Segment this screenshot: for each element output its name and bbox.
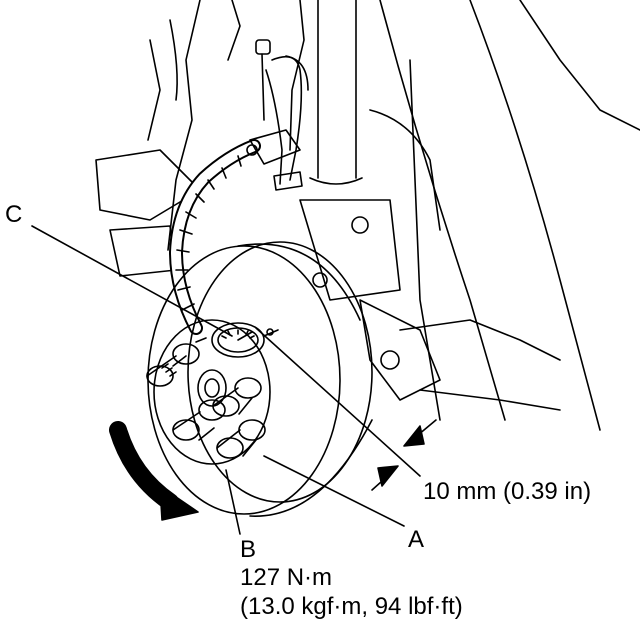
distance-label: 10 mm (0.39 in): [423, 478, 592, 505]
torque-nm-label: 127 N·m: [240, 564, 333, 591]
locking-pliers-clamp: [246, 39, 309, 191]
hub-and-wheel-studs: [146, 319, 271, 465]
label-b: B: [240, 536, 257, 563]
background-suspension-structure: [95, 0, 640, 431]
lug-nut: [216, 419, 266, 459]
rotation-arrow: [109, 421, 199, 521]
lug-nut: [172, 399, 226, 441]
lug-nut: [212, 377, 262, 417]
distance-arrows: [371, 419, 437, 491]
gauge-hose: [169, 139, 261, 335]
leader-lines: [31, 225, 421, 535]
torque-alt-label: (13.0 kgf·m, 94 lbf·ft): [240, 593, 463, 620]
lug-nut: [146, 343, 200, 387]
dial-indicator: [195, 322, 279, 358]
label-c: C: [5, 201, 23, 228]
label-a: A: [408, 526, 425, 553]
